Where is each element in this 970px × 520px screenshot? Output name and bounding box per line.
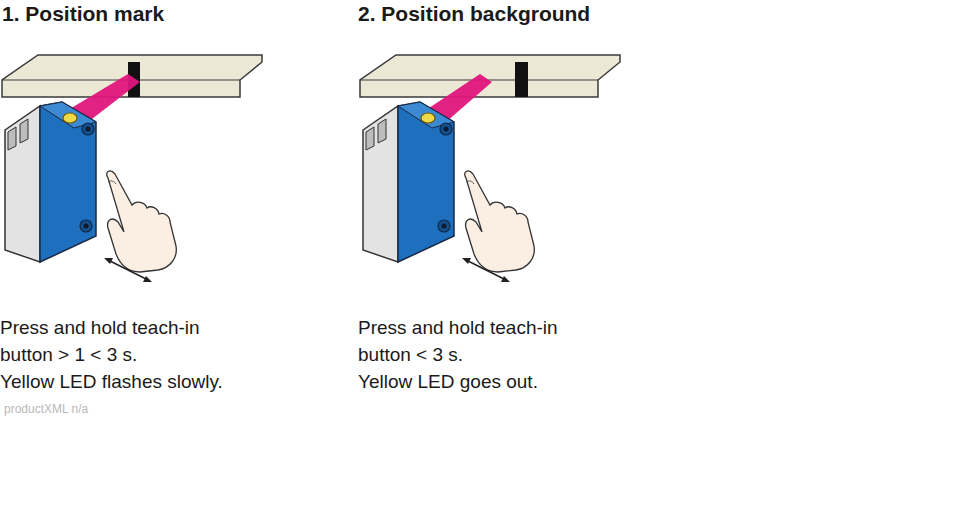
step-title: 2. Position background <box>358 1 698 27</box>
instruction-text: Press and hold teach-in button < 3 s. <box>358 314 590 368</box>
status-text: Yellow LED goes out. <box>358 368 678 395</box>
step-title: 1. Position mark <box>2 1 342 27</box>
instruction-text: Press and hold teach-in button > 1 < 3 s… <box>0 314 232 368</box>
status-text: Yellow LED flashes slowly. <box>0 368 320 395</box>
panel-background <box>360 55 620 282</box>
watermark-note: productXML n/a <box>4 402 204 416</box>
panel-mark <box>2 55 262 282</box>
